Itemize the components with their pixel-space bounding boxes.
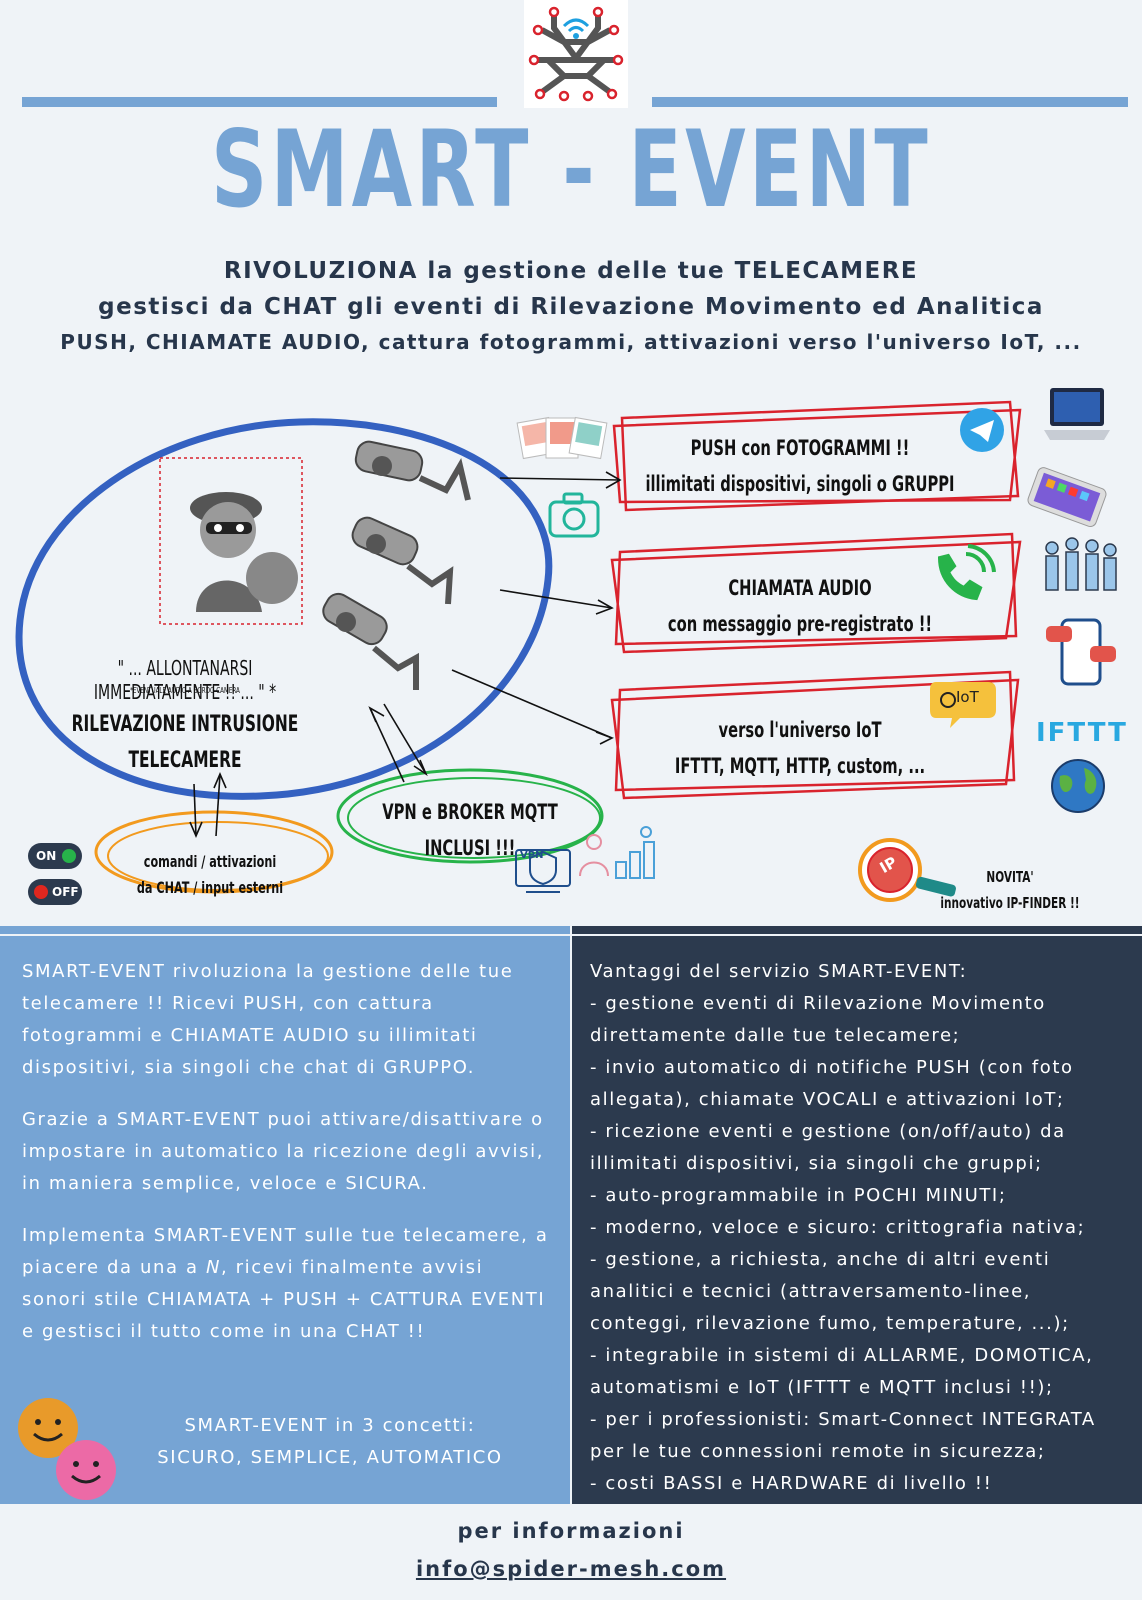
header-rule-right bbox=[652, 97, 1128, 107]
call-line-1: CHIAMATA AUDIO bbox=[728, 576, 872, 600]
orange-ellipse bbox=[94, 810, 334, 894]
advantage-item: - gestione, a richiesta, anche di altri … bbox=[590, 1249, 1070, 1334]
thief-icon bbox=[190, 492, 298, 612]
advantage-item: - gestione eventi di Rilevazione Movimen… bbox=[590, 993, 1046, 1046]
smiley-icon bbox=[18, 1398, 116, 1500]
audio-quote-note: *EVENTUALE AUDIO A BORDO CAMERA bbox=[130, 686, 240, 695]
panel-right-top-bar bbox=[572, 926, 1142, 934]
panel-left-top-bar bbox=[0, 926, 570, 934]
iot-badge: IoT bbox=[956, 688, 979, 706]
chat-phone-icon bbox=[1046, 618, 1116, 686]
red-box-iot bbox=[610, 670, 1020, 800]
left-panel: SMART-EVENT rivoluziona la gestione dell… bbox=[0, 936, 570, 1504]
red-box-push bbox=[612, 400, 1022, 512]
advantage-item: - moderno, veloce e sicuro: crittografia… bbox=[590, 1217, 1086, 1238]
blue-ellipse bbox=[15, 418, 553, 800]
subtitle-2: gestisci da CHAT gli eventi di Rilevazio… bbox=[98, 294, 1044, 320]
off-toggle-label: OFF bbox=[52, 885, 79, 899]
advantage-item: - costi BASSI e HARDWARE di livello !! bbox=[590, 1473, 993, 1494]
commands-line-1: comandi / attivazioni bbox=[143, 852, 277, 871]
left-panel-text: SMART-EVENT rivoluziona la gestione dell… bbox=[22, 956, 552, 1368]
advantage-item: - auto-programmabile in POCHI MINUTI; bbox=[590, 1185, 1007, 1206]
paragraph-3: Implementa SMART-EVENT sulle tue telecam… bbox=[22, 1225, 549, 1342]
smartphone-icon bbox=[1027, 467, 1107, 528]
on-toggle-label: ON bbox=[36, 849, 57, 863]
people-icon bbox=[1045, 537, 1117, 591]
globe-icon bbox=[1051, 759, 1105, 813]
green-ellipse bbox=[336, 768, 604, 864]
concepts-title: SMART-EVENT in 3 concetti: bbox=[184, 1415, 476, 1436]
vpn-badge: VPN bbox=[520, 850, 544, 861]
detection-line-2: TELECAMERE bbox=[128, 748, 242, 773]
header-rule-left bbox=[22, 97, 497, 107]
photos-icon bbox=[516, 416, 608, 460]
commands-line-2: da CHAT / input esterni bbox=[136, 878, 284, 897]
spider-mesh-logo bbox=[524, 0, 628, 108]
advantage-item: - integrabile in sistemi di ALLARME, DOM… bbox=[590, 1345, 1094, 1398]
iot-chat-icon bbox=[930, 682, 996, 728]
thief-frame bbox=[159, 457, 303, 625]
footer-info-label: per informazioni bbox=[457, 1519, 685, 1543]
novita-line-1: NOVITA' bbox=[986, 868, 1034, 886]
advantage-item: - per i professionisti: Smart-Connect IN… bbox=[590, 1409, 1096, 1462]
advantages-list: Vantaggi del servizio SMART-EVENT: - ges… bbox=[590, 956, 1130, 1500]
ip-finder-icon bbox=[858, 838, 956, 902]
diagram-canvas bbox=[15, 388, 1117, 902]
telegram-icon bbox=[960, 408, 1004, 452]
on-dot bbox=[62, 849, 76, 863]
ifttt-logo: IFTTT bbox=[1036, 718, 1128, 748]
page-title: SMART - EVENT bbox=[210, 108, 932, 231]
audio-quote: " ... ALLONTANARSI IMMEDIATAMENTE !! ...… bbox=[93, 656, 277, 704]
advantage-item: - invio automatico di notifiche PUSH (co… bbox=[590, 1057, 1074, 1110]
detection-line-1: RILEVAZIONE INTRUSIONE bbox=[71, 712, 299, 737]
iot-line-2: IFTTT, MQTT, HTTP, custom, ... bbox=[674, 754, 926, 778]
security-camera-icon bbox=[322, 592, 419, 690]
footer-email-link[interactable]: info@spider-mesh.com bbox=[415, 1557, 727, 1581]
subtitle-3: PUSH, CHIAMATE AUDIO, cattura fotogrammi… bbox=[60, 330, 1082, 354]
growth-chart-icon bbox=[579, 826, 655, 879]
advantages-title: Vantaggi del servizio SMART-EVENT: bbox=[590, 961, 968, 982]
iot-line-1: verso l'universo IoT bbox=[718, 718, 882, 742]
phone-call-icon bbox=[937, 544, 996, 601]
vpn-line-1: VPN e BROKER MQTT bbox=[382, 800, 558, 824]
red-box-call bbox=[610, 532, 1022, 654]
on-toggle-icon: ON bbox=[28, 843, 82, 869]
push-line-2: illimitati dispositivi, singoli o GRUPPI bbox=[645, 472, 955, 496]
subtitle-1: RIVOLUZIONA la gestione delle tue TELECA… bbox=[223, 258, 919, 284]
camera-icon bbox=[548, 492, 600, 538]
paragraph-2: Grazie a SMART-EVENT puoi attivare/disat… bbox=[22, 1109, 545, 1194]
push-line-1: PUSH con FOTOGRAMMI !! bbox=[690, 436, 910, 460]
call-line-2: con messaggio pre-registrato !! bbox=[667, 612, 933, 636]
laptop-icon bbox=[1044, 388, 1110, 440]
right-panel: Vantaggi del servizio SMART-EVENT: - ges… bbox=[572, 936, 1142, 1504]
advantage-item: - ricezione eventi e gestione (on/off/au… bbox=[590, 1121, 1066, 1174]
vpn-shield-icon bbox=[515, 849, 571, 893]
security-camera-icon bbox=[351, 516, 454, 605]
vpn-line-2: INCLUSI !!! bbox=[424, 836, 516, 860]
off-dot bbox=[34, 885, 48, 899]
off-toggle-icon: OFF bbox=[28, 879, 82, 905]
paragraph-1: SMART-EVENT rivoluziona la gestione dell… bbox=[22, 961, 514, 1078]
security-camera-icon bbox=[354, 440, 471, 501]
novita-line-2: innovativo IP-FINDER !! bbox=[940, 894, 1080, 912]
concepts-list: SICURO, SEMPLICE, AUTOMATICO bbox=[157, 1447, 503, 1468]
